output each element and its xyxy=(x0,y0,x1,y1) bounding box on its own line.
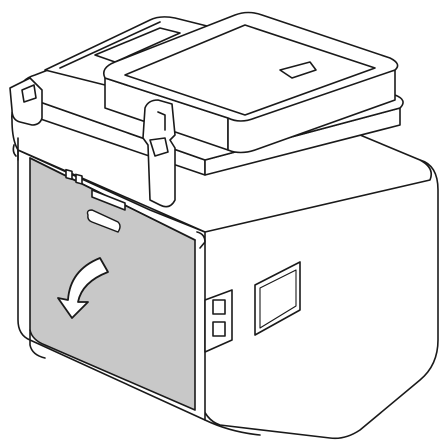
feeder-tray-lip xyxy=(59,21,161,69)
adf-cover-inner-edge xyxy=(124,24,376,116)
side-label-recess xyxy=(254,261,301,336)
vent-square-1 xyxy=(65,168,73,181)
document-feeder-tray xyxy=(44,16,216,86)
adf-handle xyxy=(279,61,317,79)
usb-port xyxy=(212,299,226,315)
adf-cover-front xyxy=(227,69,396,154)
left-hinge-latch xyxy=(21,84,37,103)
printer-side-panel xyxy=(199,149,439,440)
adf-cover-top xyxy=(102,11,399,122)
back-cover-tab xyxy=(91,189,126,211)
side-label-inner xyxy=(259,269,297,329)
bottom-left-edge xyxy=(29,329,46,359)
side-bottom-edge xyxy=(204,419,261,436)
right-hinge-latch xyxy=(149,137,169,157)
right-hinge-notch xyxy=(157,111,166,131)
lan-port xyxy=(212,321,226,337)
back-cover-right-clip xyxy=(196,231,206,249)
open-direction-arrow-icon xyxy=(57,257,109,319)
feeder-tray-slot xyxy=(94,27,181,63)
vent-square-2 xyxy=(75,173,83,185)
left-hinge-clip xyxy=(12,137,19,161)
back-cover-handle-slot xyxy=(86,209,121,233)
